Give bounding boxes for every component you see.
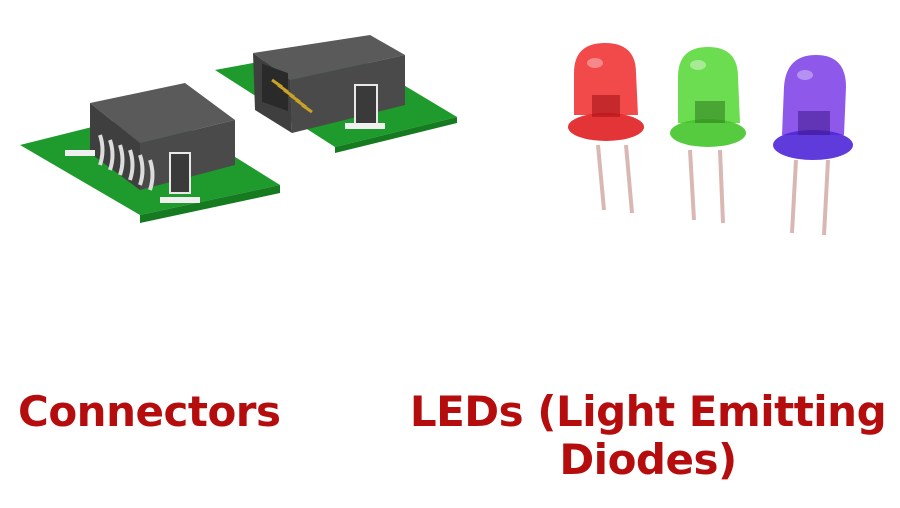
connectors-caption: Connectors bbox=[18, 387, 281, 436]
leds-image bbox=[568, 43, 853, 236]
leds-caption: LEDs (Light Emitting Diodes) bbox=[398, 387, 898, 485]
connectors-image bbox=[20, 35, 457, 223]
leds-caption-line2: Diodes) bbox=[559, 435, 737, 485]
green-led-icon bbox=[670, 47, 746, 224]
purple-led-icon bbox=[773, 55, 853, 236]
red-led-icon bbox=[568, 43, 644, 214]
leds-caption-line1: LEDs (Light Emitting bbox=[409, 387, 887, 436]
